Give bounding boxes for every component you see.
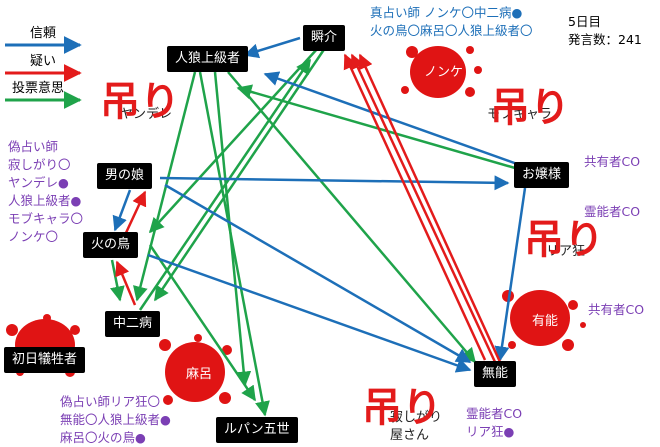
- blood-splat-nonke: [401, 46, 482, 98]
- note-fake-seer-left-4: 人狼上級者●: [8, 193, 82, 208]
- node-hinotori[interactable]: 火の鳥: [83, 232, 139, 258]
- note-fake-seer-bottom-2: 無能〇人狼上級者●: [60, 412, 171, 427]
- day-counter: 5日目: [568, 14, 601, 29]
- node-nonke[interactable]: ノンケ: [424, 65, 464, 80]
- node-jinro-joukyuusha[interactable]: 人狼上級者: [167, 46, 249, 72]
- hanged-name-mobu: モブキャラ: [487, 107, 553, 122]
- node-chunibyo[interactable]: 中二病: [105, 311, 161, 337]
- note-fake-seer-bottom-3: 麻呂〇火の鳥●: [60, 430, 146, 445]
- post-count: 発言数：241: [568, 32, 642, 47]
- trust-arrows: [112, 36, 527, 373]
- legend-trust-label: 信頼: [30, 26, 57, 41]
- node-shunsuke[interactable]: 瞬介: [303, 25, 346, 51]
- note-fake-seer-left-2: 寂しがり〇: [8, 157, 71, 172]
- hanged-mark-mobu: 吊り: [490, 85, 570, 131]
- note-fake-seer-bottom-1: 偽占い師リア狂〇: [60, 394, 161, 409]
- legend-vote-label: 投票意思: [12, 81, 65, 96]
- doubt-arrows: [115, 53, 502, 363]
- hanged-name-sabishi-2: 屋さん: [390, 428, 430, 443]
- note-fake-seer-left-6: ノンケ〇: [8, 229, 59, 244]
- hanged-name-riakyo: リア狂: [546, 244, 586, 259]
- hanged-name-sabishi-1: 寂しがり: [390, 410, 443, 425]
- note-riakyo-black: リア狂●: [466, 424, 515, 439]
- note-fake-seer-left-1: 偽占い師: [8, 139, 59, 154]
- note-co-medium-1: 霊能者CO: [584, 204, 641, 219]
- note-true-seer-line2: 火の鳥〇麻呂〇人狼上級者〇: [370, 23, 533, 38]
- node-muno[interactable]: 無能: [474, 361, 517, 387]
- node-yuno[interactable]: 有能: [532, 314, 559, 329]
- hanged-name-yandere: ヤンデレ: [120, 107, 173, 122]
- note-co-ojosama: 共有者CO: [584, 154, 641, 169]
- hanged-mark-sabishi: 吊り: [362, 385, 442, 431]
- node-ojosama[interactable]: お嬢様: [514, 162, 570, 188]
- note-fake-seer-left-3: ヤンデレ●: [8, 175, 69, 190]
- node-maro[interactable]: 麻呂: [186, 367, 213, 382]
- node-shonichi-giseisha[interactable]: 初日犠牲者: [4, 347, 86, 373]
- note-fake-seer-left-5: モブキャラ〇: [8, 211, 84, 226]
- hanged-mark-yandere: 吊り: [100, 79, 180, 125]
- node-lupin[interactable]: ルパン五世: [216, 417, 298, 443]
- note-co-yuno: 共有者CO: [588, 302, 645, 317]
- node-otokonoko[interactable]: 男の娘: [97, 163, 153, 189]
- legend-doubt-label: 疑い: [30, 54, 57, 69]
- note-co-medium-2: 霊能者CO: [466, 406, 523, 421]
- hanged-mark-riakyo: 吊り: [524, 217, 604, 263]
- vote-arrows: [109, 47, 516, 417]
- note-true-seer-line1: 真占い師 ノンケ〇中二病●: [370, 5, 523, 20]
- blood-splat-maro: [159, 334, 232, 405]
